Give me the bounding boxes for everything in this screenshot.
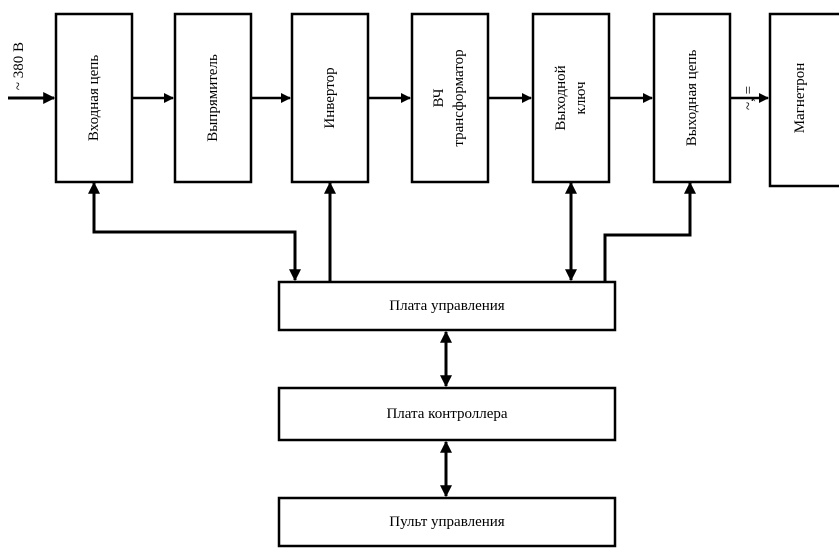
block-input-circuit <box>54 12 134 184</box>
label-control-panel: Пульт управления <box>389 514 505 530</box>
label-output-key-line1: Выходной <box>553 65 569 130</box>
label-output-circuit: Выходная цепь <box>684 50 700 147</box>
output-current-mark: ~, = <box>741 86 757 110</box>
label-magnetron: Магнетрон <box>792 63 808 134</box>
label-hf-transformer-line1: ВЧ <box>431 88 447 107</box>
block-controller-board <box>277 386 617 442</box>
link-control-to-output-circuit <box>603 181 696 282</box>
block-rectifier <box>173 12 253 184</box>
block-hf-transformer <box>410 12 490 184</box>
label-input-circuit: Входная цепь <box>86 55 102 141</box>
link-input-circuit-control <box>88 181 301 282</box>
block-control-board <box>277 280 617 332</box>
label-output-key-line2: ключ <box>573 81 589 114</box>
block-magnetron <box>768 12 839 188</box>
block-output-key <box>531 12 611 184</box>
label-rectifier: Выпрямитель <box>205 54 221 142</box>
input-voltage-label: ~ 380 В <box>11 42 27 90</box>
label-hf-transformer-line2: трансформатор <box>451 49 467 146</box>
label-inverter: Инвертор <box>322 67 338 128</box>
label-control-board: Плата управления <box>389 298 505 314</box>
label-controller-board: Плата контроллера <box>386 406 507 422</box>
block-control-panel <box>277 496 617 548</box>
